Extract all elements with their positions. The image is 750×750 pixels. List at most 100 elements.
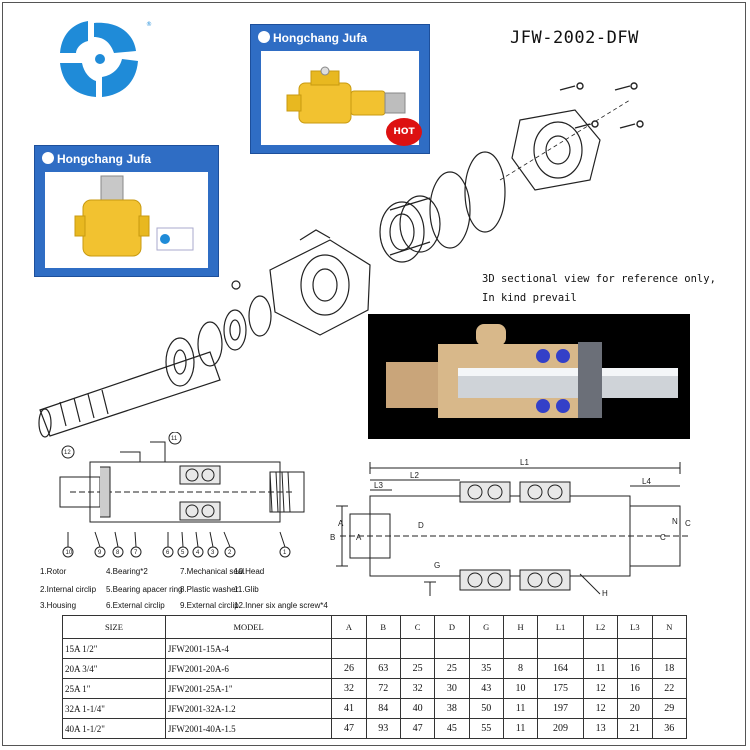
callout-label: 4 xyxy=(196,550,200,556)
table-cell xyxy=(331,638,367,659)
column-header: B xyxy=(365,615,401,639)
column-header: G xyxy=(468,615,504,639)
column-header: N xyxy=(651,615,688,639)
dimension-drawing: L1 L2 L3 L4 A B C D G H N A C xyxy=(330,458,691,598)
table-cell: 11 xyxy=(502,718,539,739)
table-cell xyxy=(502,638,539,659)
column-header: SIZE xyxy=(62,615,166,639)
table-cell: JFW2001-20A-6 xyxy=(164,658,333,679)
callout-label: 6 xyxy=(166,550,170,556)
circlip-ring-part xyxy=(464,151,506,233)
table-cell: 12 xyxy=(582,698,619,719)
column-header: MODEL xyxy=(164,615,333,639)
yellow-rotary-joint-icon xyxy=(286,66,406,124)
brand-logo-icon: ® xyxy=(60,21,152,97)
table-cell: 43 xyxy=(468,678,504,699)
table-cell xyxy=(651,638,688,659)
table-cell: 36 xyxy=(651,718,688,739)
column-header: C xyxy=(399,615,436,639)
table-cell: 72 xyxy=(365,678,401,699)
table-cell xyxy=(399,638,436,659)
table-cell: 32 xyxy=(331,678,367,699)
head-housing-part xyxy=(231,229,371,336)
table-cell xyxy=(434,638,470,659)
reference-note-line1: 3D sectional view for reference only, xyxy=(482,273,716,285)
legend-item: 9.External circlip xyxy=(180,601,239,610)
column-header: A xyxy=(331,615,367,639)
table-cell: JFW2001-32A-1.2 xyxy=(164,698,333,719)
table-header-row: SIZE MODEL A B C D G H L1 L2 L3 N xyxy=(62,615,688,639)
table-cell: 55 xyxy=(468,718,504,739)
table-cell: 84 xyxy=(365,698,401,719)
table-cell: 197 xyxy=(537,698,584,719)
hot-badge: HOT xyxy=(386,118,422,146)
dimension-label: A xyxy=(356,533,362,542)
legend-item: 6.External circlip xyxy=(106,601,165,610)
callout-label: 8 xyxy=(116,550,120,556)
table-cell: 25 xyxy=(434,658,470,679)
reference-note-line2: In kind prevail xyxy=(482,292,577,304)
table-cell: 40 xyxy=(399,698,436,719)
circlip-ring-part xyxy=(429,171,471,249)
callout-label: 7 xyxy=(134,550,138,556)
table-cell: 22 xyxy=(651,678,688,699)
dimension-label: G xyxy=(434,561,440,570)
yellow-rotary-joint-icon xyxy=(74,175,194,257)
column-header: H xyxy=(502,615,539,639)
table-cell: 12 xyxy=(582,678,619,699)
column-header: D xyxy=(434,615,470,639)
rotor-shaft-part xyxy=(38,351,221,438)
dimension-label: L2 xyxy=(410,471,419,480)
table-cell: 32 xyxy=(399,678,436,699)
product-image-area xyxy=(45,172,208,268)
table-cell: 32A 1-1/4" xyxy=(62,698,166,719)
dimension-label: N xyxy=(672,517,678,526)
table-cell: 26 xyxy=(331,658,367,679)
table-cell: 20A 3/4" xyxy=(62,658,166,679)
table-cell: 10 xyxy=(502,678,539,699)
table-cell: JFW2001-15A-4 xyxy=(164,638,333,659)
table-cell: 63 xyxy=(365,658,401,679)
mechanical-seal-part xyxy=(379,195,441,263)
callout-label: 11 xyxy=(171,436,178,442)
table-cell: 47 xyxy=(399,718,436,739)
table-cell xyxy=(582,638,619,659)
flange-cover-part xyxy=(511,109,601,191)
column-header: L3 xyxy=(617,615,653,639)
column-header: L1 xyxy=(537,615,584,639)
brand-mini-logo-icon xyxy=(42,152,54,164)
svg-text:®: ® xyxy=(146,21,152,28)
screw-part xyxy=(559,82,644,129)
table-cell: 11 xyxy=(582,658,619,679)
3d-sectional-render xyxy=(368,314,690,439)
table-cell: 40A 1-1/2" xyxy=(62,718,166,739)
table-cell: JFW2001-25A-1" xyxy=(164,678,333,699)
callout-label: 1 xyxy=(283,550,287,556)
model-code-title: JFW-2002-DFW xyxy=(510,28,639,48)
table-cell: 18 xyxy=(651,658,688,679)
legend-item: 11.Glib xyxy=(234,585,259,594)
table-cell: 15A 1/2" xyxy=(62,638,166,659)
table-cell: 175 xyxy=(537,678,584,699)
callout-label: 3 xyxy=(211,550,215,556)
table-cell: 45 xyxy=(434,718,470,739)
column-header: L2 xyxy=(582,615,619,639)
dimension-label: B xyxy=(330,533,335,542)
table-cell: 16 xyxy=(617,678,653,699)
table-cell xyxy=(617,638,653,659)
dimension-label: L1 xyxy=(520,458,529,467)
legend-item: 3.Housing xyxy=(40,601,77,610)
brand-mini-logo-icon xyxy=(258,31,270,43)
table-cell: 25A 1" xyxy=(62,678,166,699)
table-cell: 13 xyxy=(582,718,619,739)
table-cell: 11 xyxy=(502,698,539,719)
callout-label: 5 xyxy=(181,550,185,556)
dimension-label: L3 xyxy=(374,481,383,490)
legend-item: 12.Inner six angle screw*4 xyxy=(234,601,328,610)
product-card-vertical: Hongchang Jufa xyxy=(34,145,219,277)
table-cell: 35 xyxy=(468,658,504,679)
callout-label: 2 xyxy=(228,550,232,556)
